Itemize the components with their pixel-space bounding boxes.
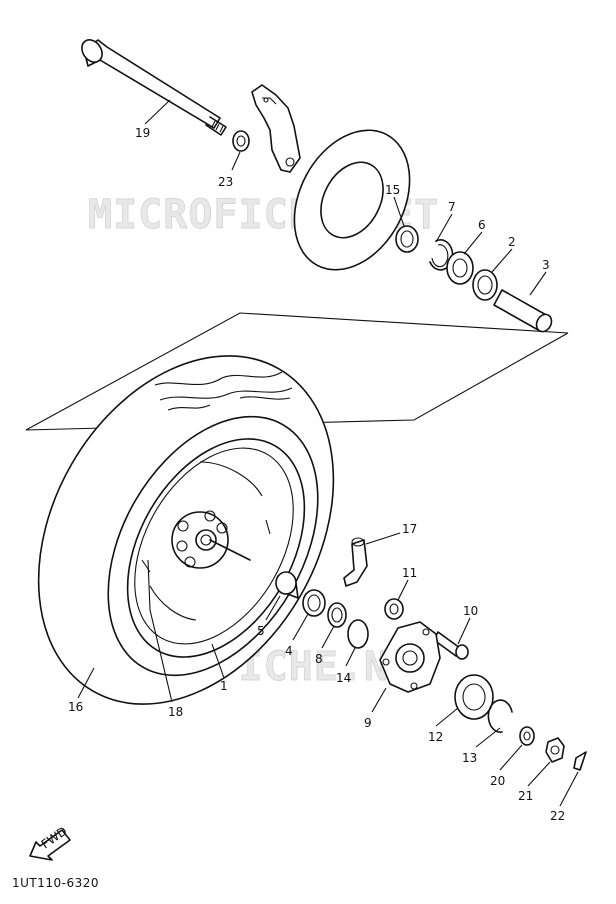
oil-seal-2-part [472,269,498,301]
callout-4: 4 [285,644,293,658]
nut-21-part [545,737,565,763]
callout-3: 3 [542,258,550,272]
callout-5: 5 [257,624,265,638]
axle-nut-part [232,130,250,152]
callout-16: 16 [68,700,83,714]
callout-8: 8 [315,652,323,666]
callout-13: 13 [462,751,477,765]
o-ring-part [347,619,369,649]
brake-bracket-part [251,84,301,173]
hub-9-part [379,621,441,693]
collar-15-part [395,225,419,253]
section-plane-outline [25,312,569,431]
callout-23: 23 [218,175,233,189]
callout-14: 14 [336,671,351,685]
callout-18: 18 [168,705,183,719]
callout-20: 20 [490,774,505,788]
bearing-6-part [446,251,474,285]
bearing-12-part [454,674,494,720]
callout-2: 2 [508,235,516,249]
collar-4-part [302,589,326,617]
callout-1: 1 [220,679,228,693]
cotter-pin-part [573,751,587,771]
callout-9: 9 [364,716,372,730]
callout-17: 17 [402,522,417,536]
callout-7: 7 [448,200,456,214]
valve-stem-part [343,537,368,587]
bearing-8-part [327,602,347,628]
callout-22: 22 [550,809,565,823]
axle-part [81,39,227,136]
callout-10: 10 [463,604,478,618]
diagram-code: 1UT110-6320 [12,876,100,890]
spacer-3-part [493,289,553,333]
spacer-5-part [275,571,299,599]
callout-11: 11 [402,566,417,580]
callout-6: 6 [478,218,486,232]
callout-15: 15 [385,183,400,197]
leader-lines [77,99,579,807]
callout-12: 12 [428,730,443,744]
circlip-13-part [487,699,513,733]
brake-disc-part [293,129,411,271]
callout-19: 19 [135,126,150,140]
callout-21: 21 [518,789,533,803]
forward-arrow-icon: FWD [29,824,71,861]
washer-20-part [519,726,535,746]
collar-11-part [384,598,404,620]
